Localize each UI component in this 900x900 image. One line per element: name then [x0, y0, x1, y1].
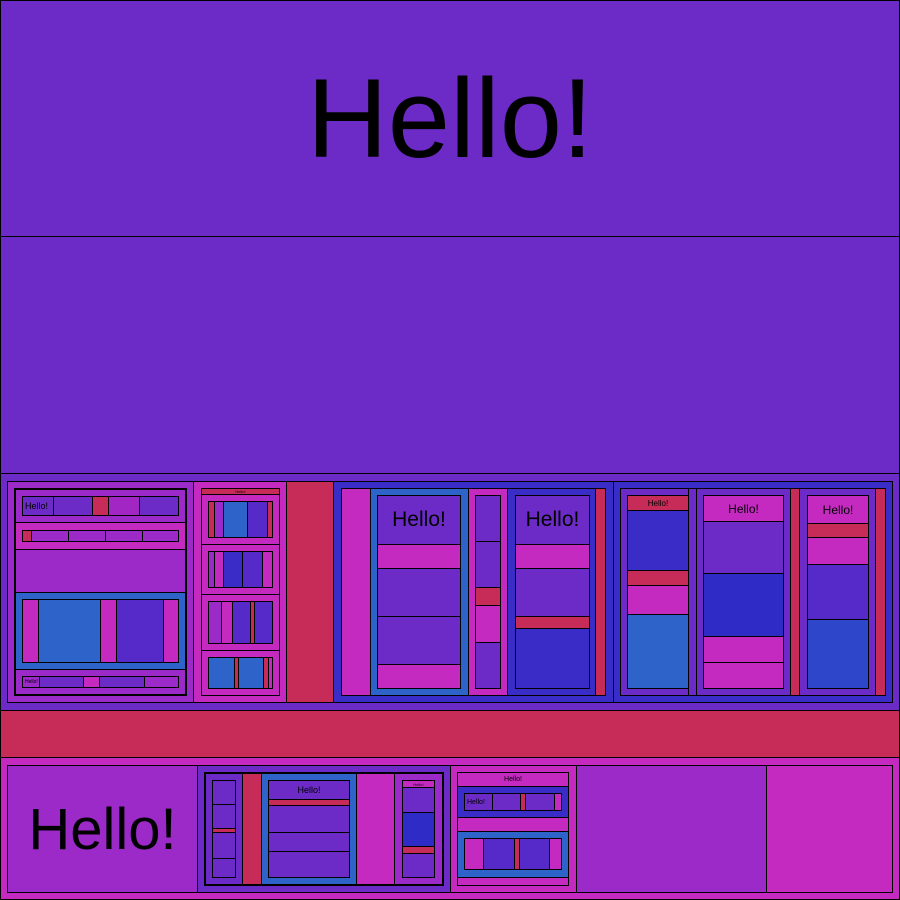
status-cell — [39, 676, 84, 688]
card-title: Hello! — [515, 495, 590, 545]
crimson-band — [0, 710, 900, 758]
card-title: Hello! — [377, 495, 461, 545]
mini-card-title: Hello! — [627, 495, 689, 511]
card-row[interactable] — [515, 628, 590, 689]
bottom-blank-panel — [576, 765, 767, 893]
bottom-cell[interactable] — [212, 832, 236, 859]
bottom-card-row[interactable] — [268, 832, 350, 852]
bottom-panel-label: Hello! — [464, 793, 493, 811]
mini-card-row[interactable] — [807, 564, 869, 620]
column-cell[interactable] — [475, 541, 501, 588]
toolbar-cell[interactable] — [142, 530, 179, 542]
bottom-cell[interactable] — [212, 804, 236, 829]
bottom-strip — [242, 773, 262, 885]
empty-panel — [0, 236, 900, 474]
mini-card-row[interactable] — [807, 619, 869, 689]
media-tile — [116, 599, 164, 663]
toolbar-label: Hello! — [22, 496, 54, 516]
status-label: Hello! — [22, 676, 40, 688]
list-card-segment — [267, 501, 273, 538]
bottom-panel-title: Hello! — [457, 772, 569, 787]
bottom-panel-cell[interactable] — [525, 793, 555, 811]
mini-card-row[interactable] — [807, 537, 869, 565]
mini-card-row[interactable] — [807, 523, 869, 538]
mini-card-divider — [875, 488, 886, 696]
card-group-rail — [341, 488, 371, 696]
list-card-segment — [247, 501, 268, 538]
hero-banner: Hello! — [0, 0, 900, 237]
card-row[interactable] — [515, 568, 590, 617]
bottom-greeting-panel: Hello! — [7, 765, 198, 893]
bottom-panel-cell[interactable] — [492, 793, 521, 811]
toolbar-cell[interactable] — [68, 530, 106, 542]
toolbar-cell[interactable] — [53, 496, 93, 516]
bottom-card-row[interactable] — [402, 787, 435, 813]
toolbar-cell[interactable] — [105, 530, 143, 542]
mini-card-row[interactable] — [627, 585, 689, 615]
media-strip — [22, 599, 39, 663]
column-cell[interactable] — [475, 605, 501, 643]
bottom-media-tile — [483, 838, 515, 870]
status-cell — [144, 676, 179, 688]
mini-card-row[interactable] — [703, 636, 784, 663]
media-strip — [100, 599, 117, 663]
card-row[interactable] — [377, 568, 461, 617]
bottom-card-row[interactable] — [402, 853, 435, 878]
status-cell — [83, 676, 100, 688]
mini-card-divider — [790, 488, 800, 696]
bottom-cell[interactable] — [212, 780, 236, 805]
list-card-segment — [238, 657, 264, 689]
list-card-segment — [223, 501, 248, 538]
card-row[interactable] — [377, 664, 461, 689]
hero-greeting: Hello! — [306, 56, 594, 181]
bottom-card-title: Hello! — [268, 780, 350, 800]
spacer-panel — [15, 549, 186, 593]
list-card-segment — [208, 601, 222, 644]
column-cell[interactable] — [475, 587, 501, 606]
card-row[interactable] — [377, 544, 461, 569]
bottom-card-row[interactable] — [402, 812, 435, 847]
mini-card-row[interactable] — [703, 662, 784, 689]
bottom-card-row[interactable] — [268, 851, 350, 878]
card-row[interactable] — [377, 616, 461, 665]
bottom-cell[interactable] — [212, 858, 236, 878]
list-card-segment — [268, 657, 273, 689]
mini-card-row[interactable] — [627, 614, 689, 689]
bottom-panel-spacer — [457, 817, 569, 832]
toolbar-cell[interactable] — [139, 496, 179, 516]
divider-column — [286, 481, 334, 703]
bottom-media-tile — [519, 838, 550, 870]
bottom-blank-panel — [766, 765, 893, 893]
card-group-edge — [595, 488, 606, 696]
media-strip — [163, 599, 179, 663]
bottom-strip — [356, 773, 395, 885]
bottom-card-row[interactable] — [268, 805, 350, 833]
mini-card-row[interactable] — [703, 573, 784, 637]
list-card-segment — [232, 601, 251, 644]
mini-card-title: Hello! — [807, 495, 869, 524]
mini-card-title: Hello! — [703, 495, 784, 522]
mini-card-row[interactable] — [627, 570, 689, 586]
mini-card-row[interactable] — [627, 510, 689, 571]
status-cell — [99, 676, 145, 688]
toolbar-cell[interactable] — [108, 496, 140, 516]
card-row[interactable] — [515, 544, 590, 569]
list-card-segment — [242, 551, 263, 588]
bottom-panel-footer — [457, 877, 569, 886]
column-cell[interactable] — [475, 642, 501, 689]
column-cell[interactable] — [475, 495, 501, 542]
toolbar-cell[interactable] — [31, 530, 69, 542]
list-card-segment — [208, 657, 235, 689]
bottom-media-strip — [464, 838, 484, 870]
list-card-segment — [223, 551, 243, 588]
mini-card-divider — [688, 488, 697, 696]
bottom-media-strip — [549, 838, 562, 870]
bottom-panel-cell[interactable] — [554, 793, 562, 811]
list-card-segment — [262, 551, 273, 588]
toolbar-cell[interactable] — [92, 496, 109, 516]
list-card-segment — [254, 601, 273, 644]
mini-card-row[interactable] — [703, 521, 784, 574]
